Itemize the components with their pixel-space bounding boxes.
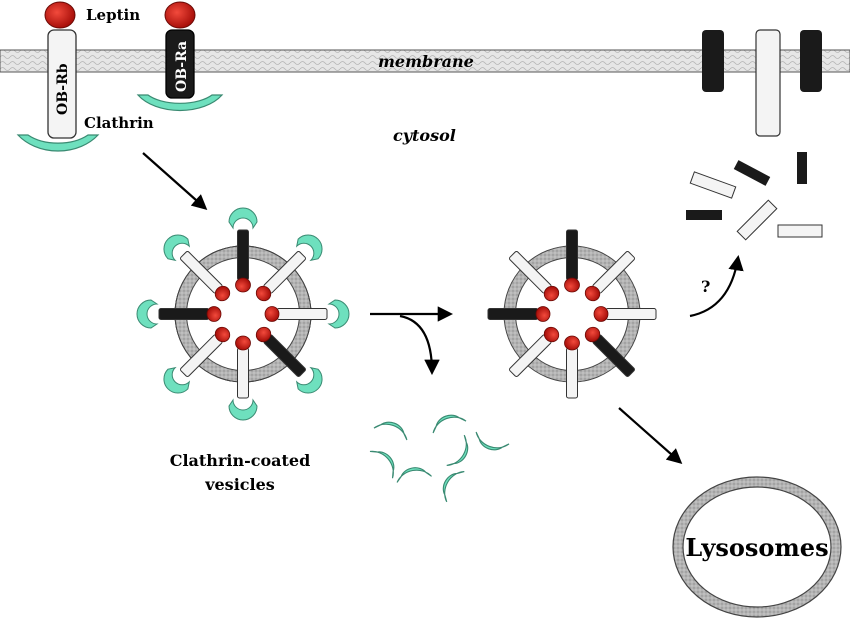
leptin-dot: [255, 326, 272, 343]
free-clathrin: [442, 471, 465, 503]
leptin-dot: [255, 285, 272, 302]
receptor-fragment: [736, 199, 778, 241]
leptin-dot: [564, 277, 580, 293]
leptin-dot: [593, 306, 609, 322]
leptin-dot: [264, 306, 280, 322]
clathrin-coat: [295, 366, 323, 394]
receptor-spoke: [136, 299, 222, 329]
receptor-fragment: [733, 160, 771, 186]
uncoated-vesicle: [487, 229, 657, 399]
ob-ra-receptor: [165, 29, 195, 99]
clathrin-coated-vesicle: [136, 207, 350, 421]
leptin-dot: [543, 326, 560, 343]
question-mark: ?: [701, 277, 710, 296]
leptin-dot: [206, 306, 222, 322]
ob-rb-receptor: [47, 29, 77, 139]
clathrin-coat-ob-rb: [16, 134, 100, 152]
receptor-spoke: [564, 229, 580, 293]
lysosomes-label: Lysosomes: [685, 533, 828, 562]
arrow-to-fragments: [689, 254, 744, 318]
leptin-dot: [44, 1, 76, 29]
leptin-dot: [584, 326, 601, 343]
cytosol-label: cytosol: [393, 126, 456, 145]
free-clathrin: [446, 434, 469, 466]
receptor-spoke: [255, 326, 323, 394]
leptin-label: Leptin: [86, 6, 140, 24]
membrane-label: membrane: [378, 52, 474, 71]
receptor-spoke: [509, 251, 560, 302]
free-clathrin: [369, 450, 395, 479]
free-clathrin: [396, 467, 432, 483]
receptor-spoke: [593, 306, 657, 322]
receptor-spoke: [564, 335, 580, 399]
receptor-fragment: [777, 224, 823, 238]
leptin-dot: [164, 1, 196, 29]
lysosome: [672, 476, 842, 618]
vesicles-label-line1: Clathrin-coated: [170, 451, 311, 470]
receptor-fragment: [689, 171, 737, 199]
leptin-dot: [543, 285, 560, 302]
receptor-spoke: [228, 335, 258, 421]
receptor-spoke: [487, 306, 551, 322]
arrow-coat-release: [399, 314, 440, 376]
ob-ra-receptor: [702, 30, 724, 92]
leptin-dot: [235, 277, 251, 293]
ob-ra-receptor: [800, 30, 822, 92]
receptor-spoke: [228, 207, 258, 293]
leptin-dot: [214, 285, 231, 302]
clathrin-coat-ob-ra: [136, 94, 224, 112]
receptor-fragment: [797, 152, 807, 184]
clathrin-coat: [228, 207, 258, 230]
arrow-to-vesicle: [142, 152, 208, 211]
ob-rb-label: OB-Rb: [55, 63, 71, 115]
clathrin-coat: [136, 299, 159, 329]
leptin-dot: [235, 335, 251, 351]
clathrin-coat: [295, 234, 323, 262]
receptor-spoke: [264, 299, 350, 329]
leptin-dot: [535, 306, 551, 322]
clathrin-label: Clathrin: [84, 114, 154, 132]
free-clathrin: [373, 421, 408, 441]
free-clathrin: [475, 431, 510, 451]
receptor-spoke: [255, 234, 323, 302]
receptor-spoke: [584, 251, 635, 302]
leptin-dot: [564, 335, 580, 351]
free-clathrin: [432, 414, 467, 434]
leptin-dot: [214, 326, 231, 343]
leptin-dot: [584, 285, 601, 302]
ob-ra-label: OB-Ra: [174, 41, 190, 92]
receptor-spoke: [584, 326, 635, 377]
clathrin-coat: [228, 398, 258, 421]
clathrin-coat: [327, 299, 350, 329]
vesicles-label-line2: vesicles: [204, 475, 275, 494]
receptor-spoke: [509, 326, 560, 377]
membrane: [0, 49, 850, 73]
ob-rb-receptor: [755, 29, 781, 137]
receptor-fragment: [686, 210, 722, 220]
arrow-to-lysosomes: [618, 407, 683, 465]
